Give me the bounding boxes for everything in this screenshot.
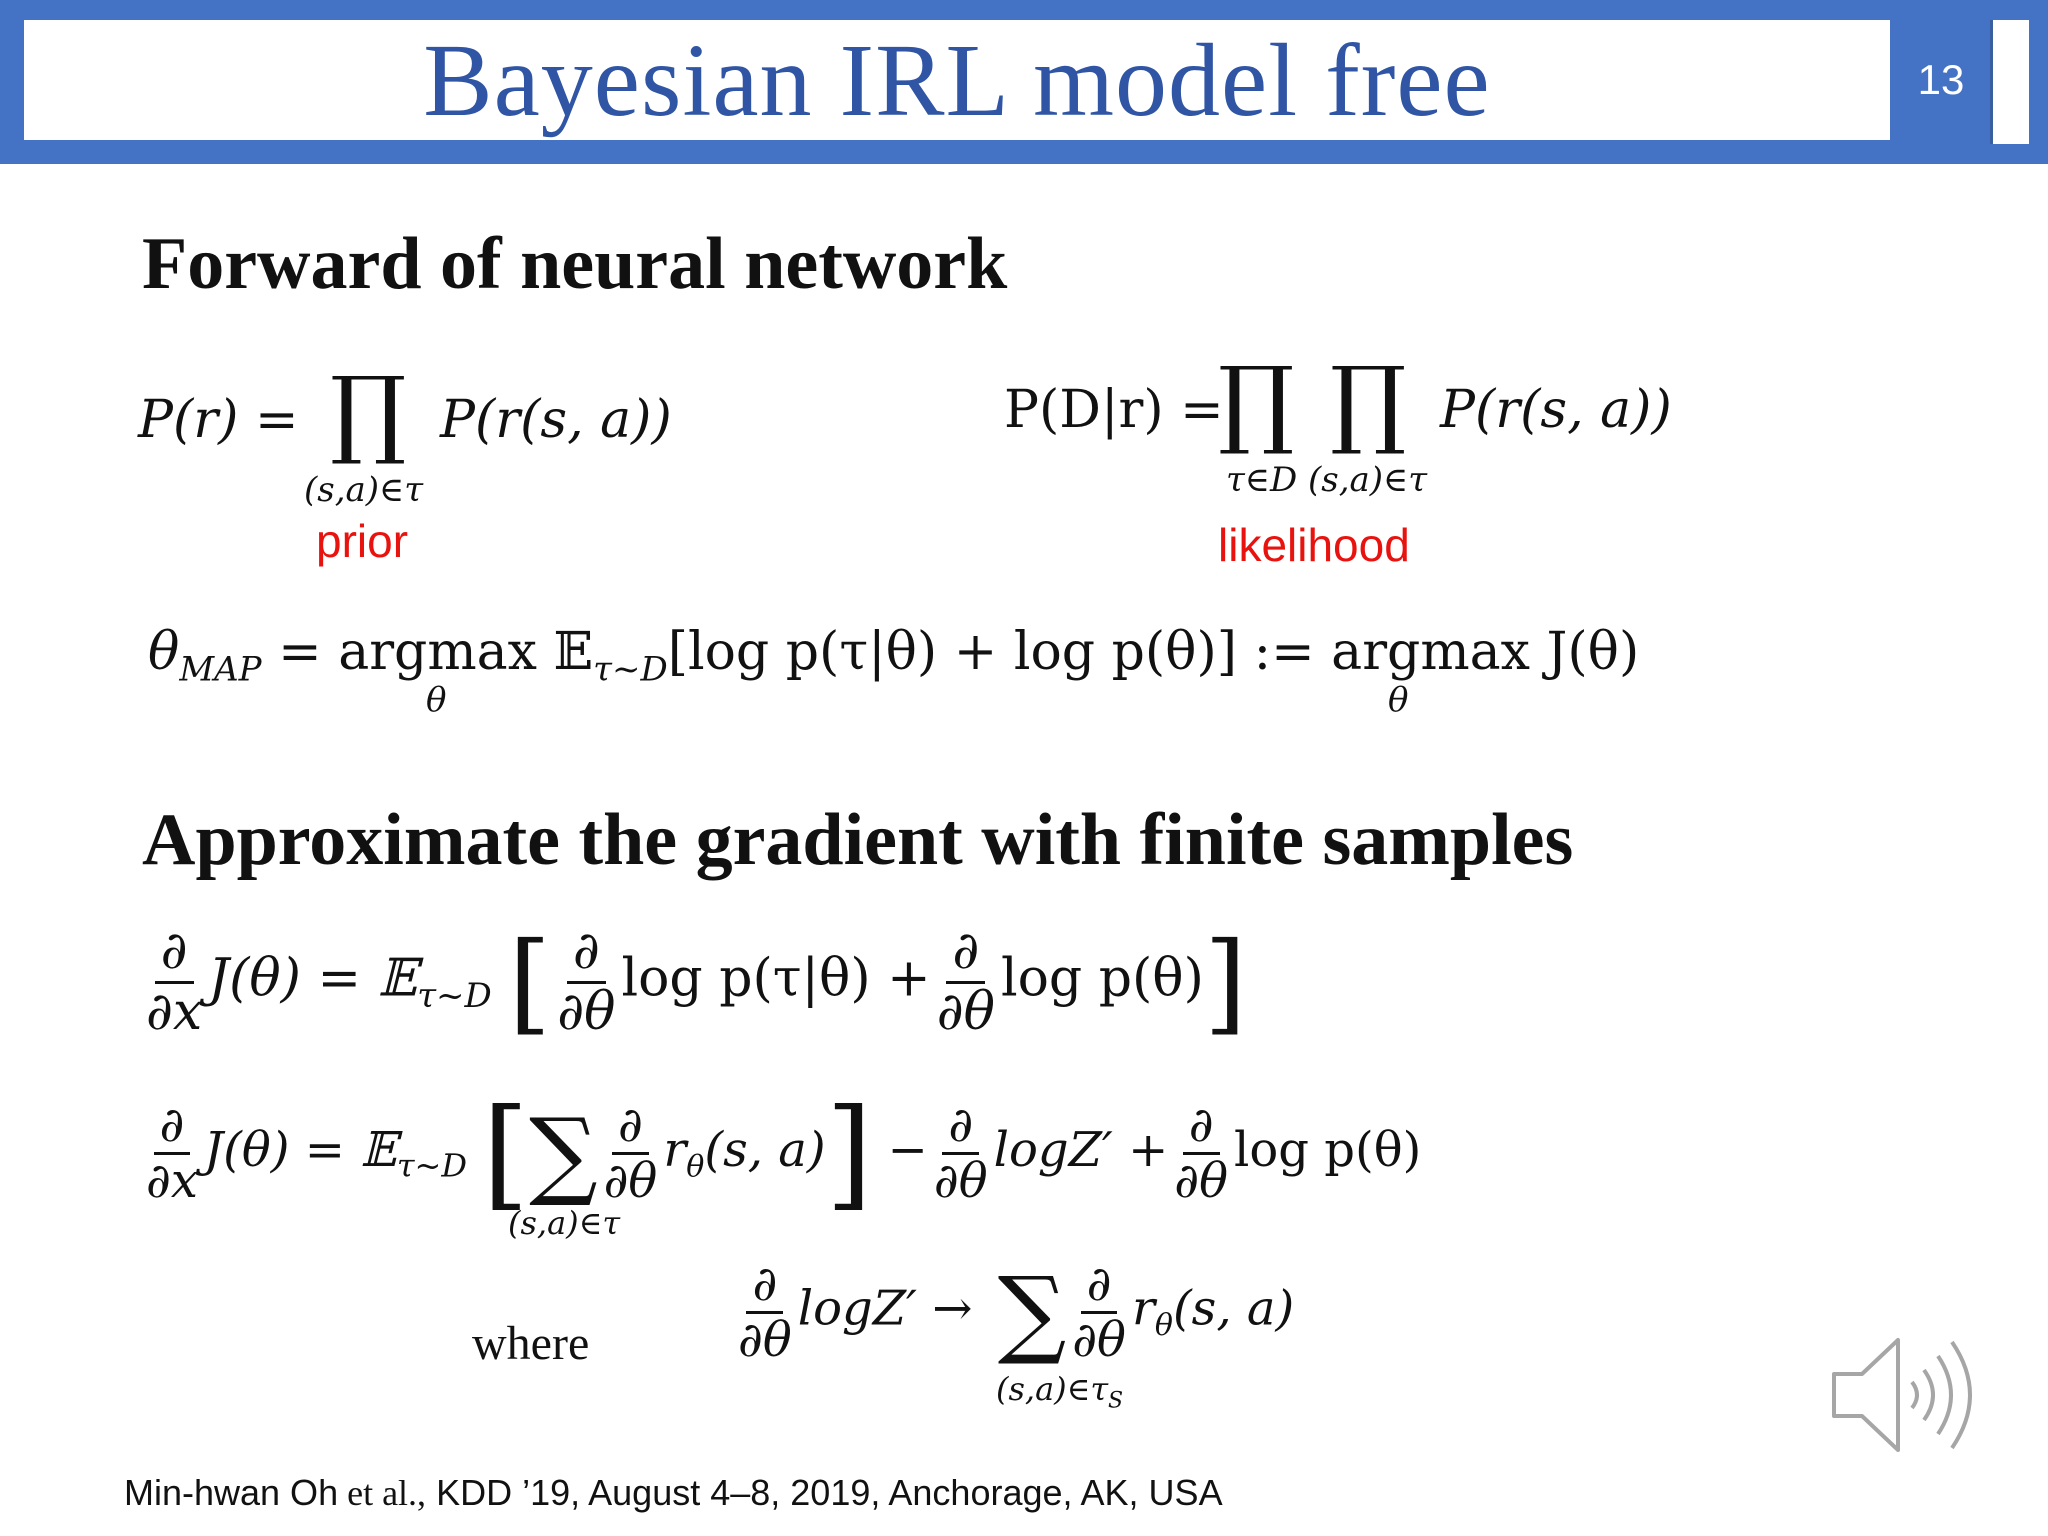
map-argmax-sub-2: θ — [1388, 680, 1409, 720]
product-symbol: ∏ — [330, 356, 407, 468]
gradient-2-sum-subscript: (s,a)∈τ — [508, 1204, 621, 1242]
prior-rhs: P(r(s, a)) — [440, 390, 672, 450]
prior-label: prior — [316, 515, 409, 567]
product-symbol-2: ∏ — [1330, 346, 1407, 458]
section-title-gradient: Approximate the gradient with finite sam… — [142, 799, 1574, 881]
likelihood-subscript-1: τ∈D — [1226, 460, 1298, 500]
speaker-icon[interactable] — [1828, 1330, 1988, 1460]
product-symbol-1: ∏ — [1218, 346, 1295, 458]
page-number: 13 — [1917, 56, 1965, 103]
map-argmax-sub-1: θ — [426, 680, 447, 720]
footer-etal: et al., — [338, 1473, 427, 1513]
prior-lhs: P(r) = — [138, 390, 299, 450]
likelihood-label: likelihood — [1218, 519, 1410, 571]
footer-author: Min-hwan Oh — [124, 1472, 339, 1513]
title-box: Bayesian IRL model free — [24, 20, 1890, 140]
likelihood-rhs: P(r(s, a)) — [1440, 380, 1672, 440]
likelihood-lhs: P(D|r) = — [1004, 380, 1224, 440]
prior-subscript: (s,a)∈τ — [304, 470, 424, 510]
header-edge — [1990, 20, 2029, 144]
likelihood-subscript-2: (s,a)∈τ — [1308, 460, 1428, 500]
footer-citation: Min-hwan Oh et al., KDD ’19, August 4–8,… — [124, 1472, 1223, 1514]
page-number-box: 13 — [1894, 20, 1988, 140]
where-label: where — [472, 1317, 590, 1370]
footer-venue: KDD ’19, August 4–8, 2019, Anchorage, AK… — [426, 1472, 1223, 1513]
section-title-forward: Forward of neural network — [142, 223, 1008, 305]
where-sum-subscript: (s,a)∈τS — [996, 1370, 1124, 1414]
map-equation: θMAP = argmax 𝔼τ~D[log p(τ|θ) + log p(θ)… — [148, 622, 1640, 690]
slide-title: Bayesian IRL model free — [423, 22, 1491, 138]
